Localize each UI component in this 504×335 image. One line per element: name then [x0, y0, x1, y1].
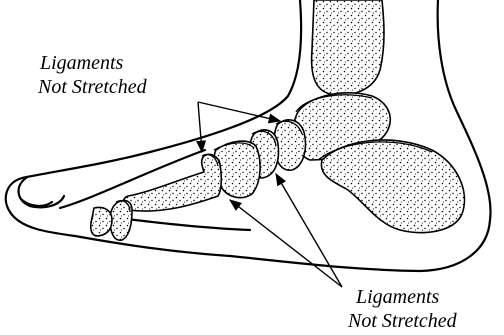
- ligaments-label-bottom: Ligaments Not Stretched: [348, 285, 457, 333]
- arrow-bottom-to-midfoot: [230, 200, 342, 287]
- calcaneus-bone: [321, 140, 464, 233]
- arrow-bottom-to-cuneiform: [276, 174, 342, 287]
- ligaments-label-top: Ligaments Not Stretched: [38, 51, 147, 99]
- arrow-top-to-metatarsal: [198, 102, 202, 152]
- ligaments-label-top-line2: Not Stretched: [38, 75, 147, 99]
- ligaments-label-bottom-line1: Ligaments: [348, 285, 457, 309]
- ligaments-label-top-line1: Ligaments: [38, 51, 147, 75]
- ligaments-label-bottom-line2: Not Stretched: [348, 309, 457, 333]
- distal-phalanx-bone: [91, 208, 112, 237]
- tibia-bone: [312, 0, 384, 95]
